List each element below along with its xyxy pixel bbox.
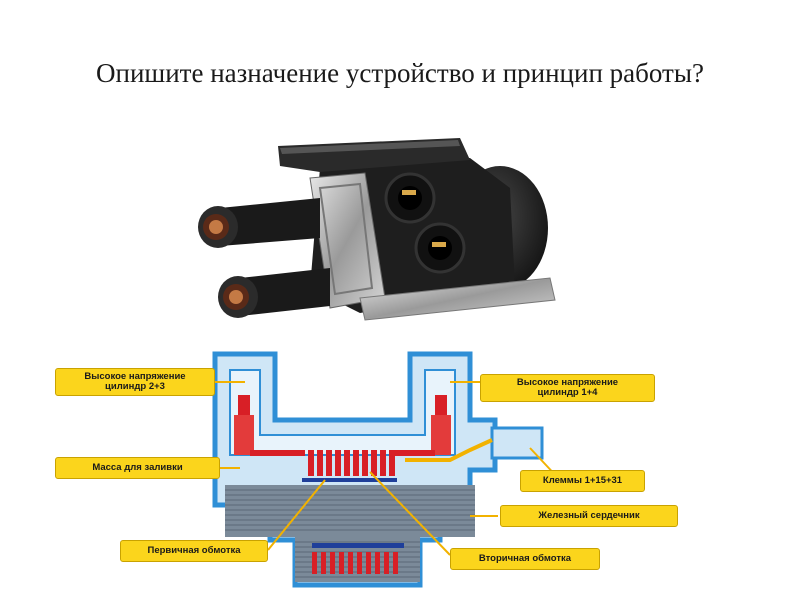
ignition-coil-photo xyxy=(198,138,556,321)
label-fill-mass: Масса для заливки xyxy=(55,457,220,479)
secondary-winding xyxy=(308,450,395,476)
label-iron-core: Железный сердечник xyxy=(500,505,678,527)
label-hv-cylinder-2-3: Высокое напряжение цилиндр 2+3 xyxy=(55,368,215,396)
label-primary-winding: Первичная обмотка xyxy=(120,540,268,562)
slide-title: Опишите назначение устройство и принцип … xyxy=(96,58,704,88)
label-secondary-winding: Вторичная обмотка xyxy=(450,548,600,570)
primary-winding xyxy=(302,478,397,482)
hv-electrode-left xyxy=(234,395,305,456)
coil-cross-section-diagram xyxy=(212,351,561,588)
label-hv-cylinder-1-4: Высокое напряжение цилиндр 1+4 xyxy=(480,374,655,402)
hv-electrode-right xyxy=(395,395,451,456)
label-terminals: Клеммы 1+15+31 xyxy=(520,470,645,492)
